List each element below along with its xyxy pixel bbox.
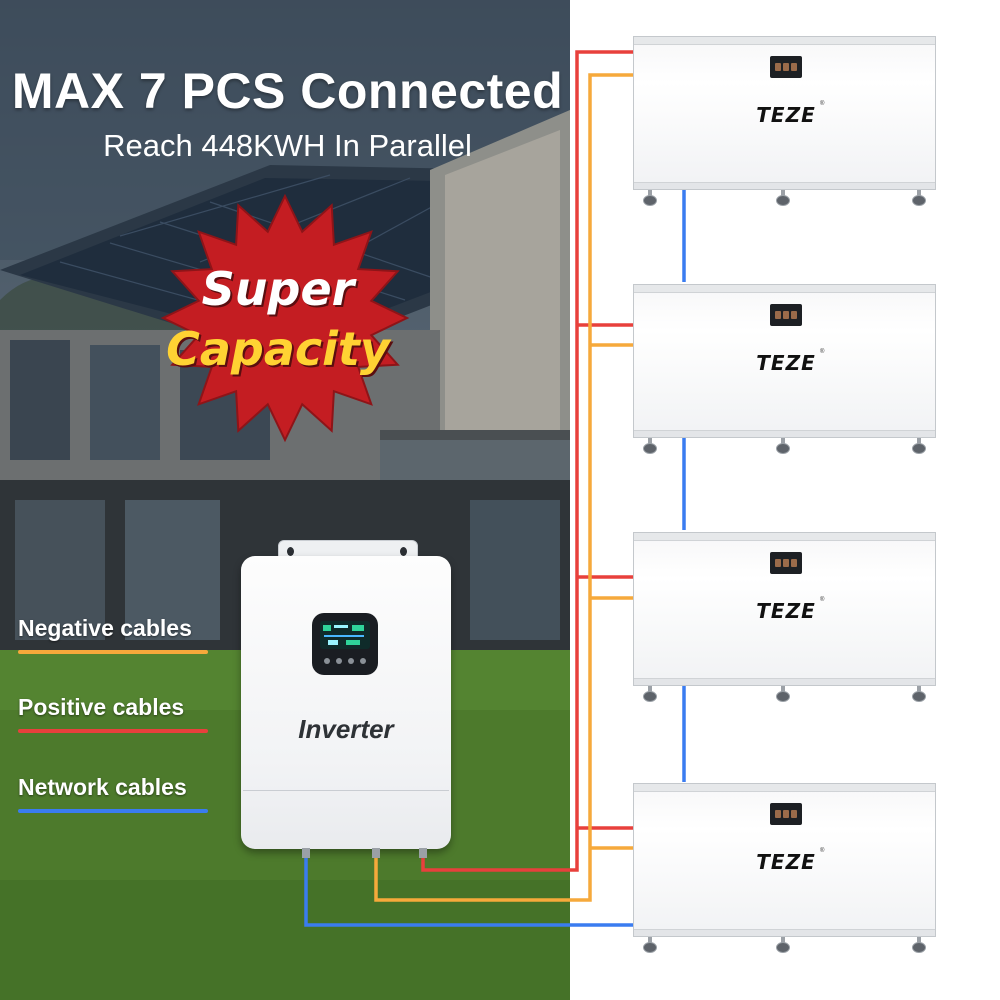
inverter-button[interactable] — [348, 658, 354, 664]
terminal-connector-icon — [770, 304, 802, 326]
inverter-label: Inverter — [298, 714, 394, 744]
caster-wheel-icon — [643, 438, 657, 454]
legend-negative-label: Negative cables — [18, 615, 192, 641]
legend-positive-label: Positive cables — [18, 694, 185, 720]
inverter-button[interactable] — [360, 658, 366, 664]
battery-reg-mark: ® — [820, 848, 825, 854]
battery-reg-mark: ® — [820, 101, 825, 107]
legend-negative-swatch — [18, 650, 208, 654]
battery-brand-logo: TEZE — [756, 599, 816, 623]
inverter-terminal-icon — [302, 848, 310, 858]
battery-module-4: TEZE ® — [633, 783, 936, 937]
inverter-lcd-screen-icon — [320, 621, 370, 649]
battery-module-2: TEZE ® — [633, 284, 936, 438]
caster-wheel-icon — [912, 190, 926, 206]
inverter-panel-divider — [243, 790, 449, 791]
caster-wheel-icon — [912, 438, 926, 454]
caster-wheel-icon — [776, 438, 790, 454]
badge-line-capacity: Capacity — [166, 322, 390, 376]
starburst-badge — [160, 193, 410, 443]
terminal-connector-icon — [770, 803, 802, 825]
caster-wheel-icon — [643, 190, 657, 206]
battery-module-3: TEZE ® — [633, 532, 936, 686]
battery-brand-logo: TEZE — [756, 351, 816, 375]
inverter-unit — [241, 556, 451, 849]
headline-subtitle: Reach 448KWH In Parallel — [103, 128, 472, 163]
terminal-connector-icon — [770, 552, 802, 574]
battery-module-1: TEZE ® — [633, 36, 936, 190]
headline-title: MAX 7 PCS Connected — [11, 63, 564, 119]
battery-reg-mark: ® — [820, 597, 825, 603]
battery-brand-logo: TEZE — [756, 850, 816, 874]
legend-network-label: Network cables — [18, 774, 187, 800]
caster-wheel-icon — [776, 190, 790, 206]
caster-wheel-icon — [912, 686, 926, 702]
inverter-button[interactable] — [336, 658, 342, 664]
bracket-hole-icon — [400, 547, 407, 556]
inverter-terminal-icon — [419, 848, 427, 858]
battery-reg-mark: ® — [820, 349, 825, 355]
caster-wheel-icon — [776, 937, 790, 953]
badge-line-super: Super — [201, 262, 355, 316]
caster-wheel-icon — [643, 686, 657, 702]
caster-wheel-icon — [912, 937, 926, 953]
inverter-button[interactable] — [324, 658, 330, 664]
caster-wheel-icon — [643, 937, 657, 953]
terminal-connector-icon — [770, 56, 802, 78]
legend-network-swatch — [18, 809, 208, 813]
bracket-hole-icon — [287, 547, 294, 556]
battery-brand-logo: TEZE — [756, 103, 816, 127]
caster-wheel-icon — [776, 686, 790, 702]
inverter-terminal-icon — [372, 848, 380, 858]
legend-positive-swatch — [18, 729, 208, 733]
